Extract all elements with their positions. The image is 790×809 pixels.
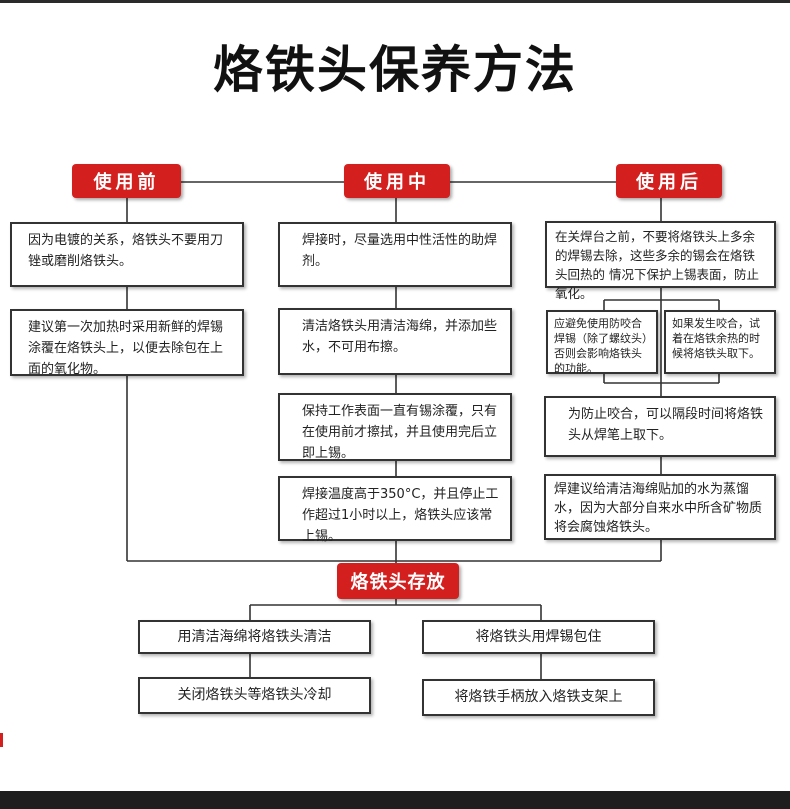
after-sub-box-right: 如果发生咬合，试着在烙铁余热的时候将烙铁头取下。 <box>664 310 776 374</box>
during-box-3: 保持工作表面一直有锡涂覆，只有在使用前才擦拭，并且使用完后立即上锡。 <box>278 393 512 461</box>
before-box-2: 建议第一次加热时采用新鲜的焊锡涂覆在烙铁头上，以便去除包在上面的氧化物。 <box>10 309 244 377</box>
storage-step-tin-wrap: 将烙铁头用焊锡包住 <box>422 620 655 654</box>
during-box-2: 清洁烙铁头用清洁海绵，并添加些水，不可用布擦。 <box>278 308 512 375</box>
header-storage: 烙铁头存放 <box>337 563 459 599</box>
after-box-1: 在关焊台之前，不要将烙铁头上多余的焊锡去除，这些多余的锡会在烙铁头回热的 情况下… <box>545 221 776 301</box>
before-box-1: 因为电镀的关系，烙铁头不要用刀锉或磨削烙铁头。 <box>10 222 244 287</box>
storage-step-cool: 关闭烙铁头等烙铁头冷却 <box>138 677 371 714</box>
header-before-use: 使用前 <box>72 164 181 198</box>
page-title: 烙铁头保养方法 <box>213 41 577 99</box>
header-during-use: 使用中 <box>344 164 450 198</box>
after-box-4: 焊建议给清洁海绵贴加的水为蒸馏水，因为大部分自来水中所含矿物质将会腐蚀烙铁头。 <box>544 474 776 540</box>
during-box-4: 焊接温度高于350°C，并且停止工作超过1小时以上，烙铁头应该常上锡。 <box>278 476 512 544</box>
during-box-1: 焊接时，尽量选用中性活性的助焊剂。 <box>278 222 512 287</box>
bottom-bar <box>0 791 790 809</box>
left-accent-mark <box>0 733 3 747</box>
after-box-3: 为防止咬合，可以隔段时间将烙铁头从焊笔上取下。 <box>544 396 776 457</box>
storage-step-clean: 用清洁海绵将烙铁头清洁 <box>138 620 371 654</box>
header-after-use: 使用后 <box>616 164 722 198</box>
after-sub-box-left: 应避免使用防咬合焊锡（除了螺纹头）否则会影响烙铁头的功能。 <box>546 310 658 375</box>
storage-step-holder: 将烙铁手柄放入烙铁支架上 <box>422 679 655 716</box>
top-border <box>0 0 790 3</box>
